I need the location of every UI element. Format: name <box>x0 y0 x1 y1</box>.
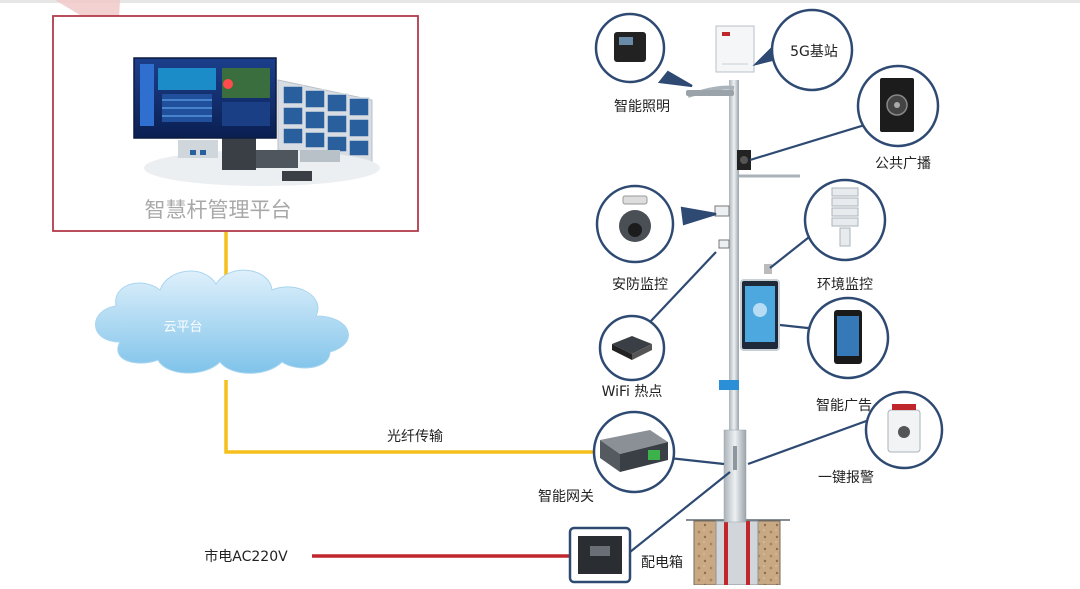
cloud-platform: 云平台 <box>95 269 349 374</box>
label-gateway: 智能网关 <box>538 489 594 505</box>
video-wall <box>277 79 373 163</box>
fiber-label: 光纤传输 <box>387 429 443 445</box>
lighting-controller-icon <box>614 32 646 62</box>
callout-advertising <box>806 296 890 380</box>
callout-5g <box>770 8 854 92</box>
label-wifi: WiFi 热点 <box>602 384 663 400</box>
callout-gateway <box>592 410 676 494</box>
top-border <box>0 0 1080 3</box>
label-broadcast: 公共广播 <box>875 156 931 172</box>
callout-broadcast <box>856 64 940 148</box>
dashboard-screen <box>133 57 277 139</box>
fiber-line <box>224 380 600 454</box>
callout-lighting <box>594 12 666 84</box>
management-platform: 智慧杆管理平台 <box>52 15 419 232</box>
control-room-equipment <box>178 136 340 181</box>
callout-environment <box>803 178 887 262</box>
dome-camera-icon <box>622 195 648 205</box>
callout-distribution-box <box>568 526 632 584</box>
power-label: 市电AC220V <box>204 548 288 565</box>
label-distribution-box: 配电箱 <box>641 555 683 571</box>
gateway-icon <box>600 430 668 454</box>
platform-title: 智慧杆管理平台 <box>145 198 292 222</box>
weather-sensor-icon <box>831 187 859 247</box>
callout-alarm <box>864 390 944 470</box>
wifi-router-icon <box>612 336 652 354</box>
label-alarm: 一键报警 <box>818 470 874 486</box>
cloud-label: 云平台 <box>163 320 202 335</box>
label-security: 安防监控 <box>612 277 668 293</box>
smart-pole <box>686 25 800 523</box>
label-5g: 5G基站 <box>790 43 838 60</box>
cloud-shape <box>95 269 349 374</box>
label-lighting: 智能照明 <box>614 99 670 115</box>
callout-wifi <box>598 314 666 382</box>
label-advertising: 智能广告 <box>816 398 872 414</box>
callout-security <box>595 184 675 264</box>
label-environment: 环境监控 <box>817 277 873 293</box>
pole-foundation <box>686 519 790 586</box>
